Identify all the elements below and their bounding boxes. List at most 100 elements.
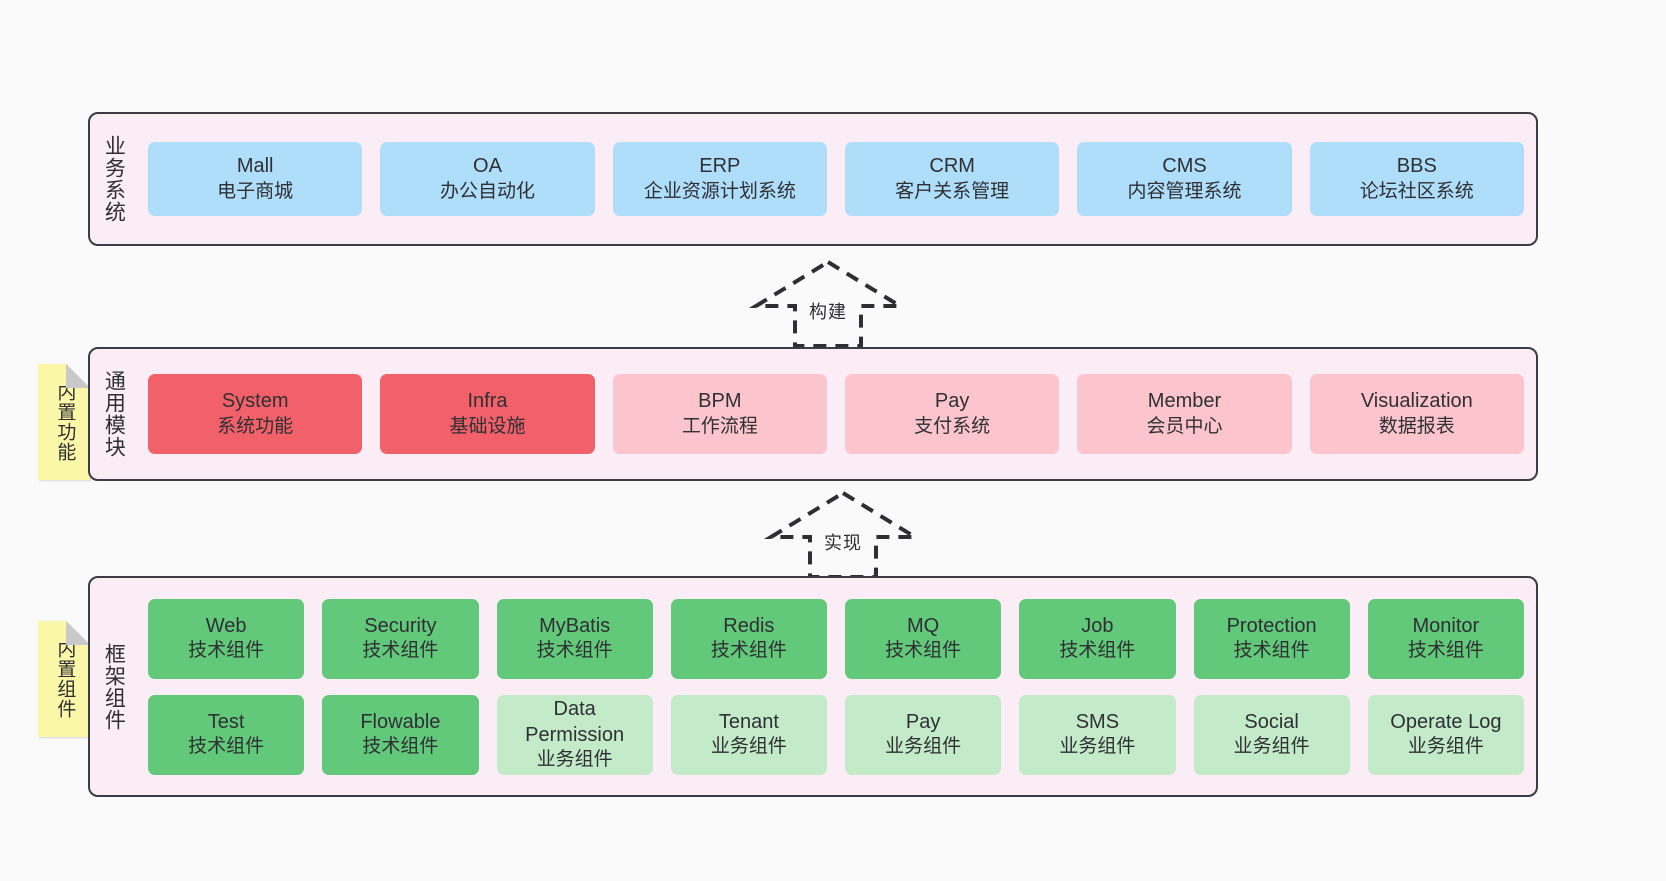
card-mybatis[interactable]: MyBatis 技术组件 <box>496 598 653 679</box>
card-protection-title: Protection <box>1226 614 1317 637</box>
card-sms-title: SMS <box>1075 710 1120 733</box>
card-operate-log[interactable]: Operate Log 业务组件 <box>1367 694 1524 775</box>
card-oa[interactable]: OA 办公自动化 <box>380 142 595 216</box>
card-pay-module[interactable]: Pay 支付系统 <box>844 374 1060 454</box>
card-monitor-subtitle: 技术组件 <box>1407 640 1484 662</box>
card-mq-title: MQ <box>907 614 940 637</box>
card-erp-title: ERP <box>699 155 741 178</box>
card-test-subtitle: 技术组件 <box>188 736 265 758</box>
card-crm-title: CRM <box>929 155 975 178</box>
card-mall[interactable]: Mall 电子商城 <box>148 142 363 216</box>
card-cms-subtitle: 内容管理系统 <box>1127 180 1242 202</box>
card-mq[interactable]: MQ 技术组件 <box>845 598 1002 679</box>
card-flowable-subtitle: 技术组件 <box>362 736 439 758</box>
card-visualization[interactable]: Visualization 数据报表 <box>1309 374 1524 454</box>
card-job-subtitle: 技术组件 <box>1059 640 1136 662</box>
card-member-subtitle: 会员中心 <box>1146 415 1223 437</box>
card-pay-module-title: Pay <box>934 390 970 413</box>
card-bbs[interactable]: BBS 论坛社区系统 <box>1309 142 1524 216</box>
card-tenant[interactable]: Tenant 业务组件 <box>670 694 827 775</box>
band-common-modules: 通用模块 System 系统功能 Infra 基础设施 BPM 工作流程 Pay… <box>88 347 1538 481</box>
card-pay-component[interactable]: Pay 业务组件 <box>845 694 1002 775</box>
card-crm[interactable]: CRM 客户关系管理 <box>844 142 1060 216</box>
card-member-title: Member <box>1147 390 1222 413</box>
card-security[interactable]: Security 技术组件 <box>322 598 479 679</box>
card-security-subtitle: 技术组件 <box>362 640 439 662</box>
card-sms-subtitle: 业务组件 <box>1059 736 1136 758</box>
card-protection-subtitle: 技术组件 <box>1233 640 1310 662</box>
band-body-common: System 系统功能 Infra 基础设施 BPM 工作流程 Pay 支付系统… <box>136 349 1536 479</box>
card-row-framework-business: Test 技术组件 Flowable 技术组件 Data Permission … <box>148 694 1524 775</box>
card-bpm[interactable]: BPM 工作流程 <box>612 374 827 454</box>
note-builtin-components: 内置组件 <box>38 621 90 737</box>
card-data-permission-subtitle: 业务组件 <box>536 748 613 770</box>
implement-arrow-shape <box>763 490 923 579</box>
card-oa-subtitle: 办公自动化 <box>439 180 535 202</box>
card-job-title: Job <box>1081 614 1114 637</box>
band-title-framework: 框架组件 <box>102 642 126 731</box>
card-redis[interactable]: Redis 技术组件 <box>670 598 827 679</box>
card-bbs-title: BBS <box>1396 155 1437 178</box>
card-pay-component-subtitle: 业务组件 <box>885 736 962 758</box>
card-cms[interactable]: CMS 内容管理系统 <box>1077 142 1292 216</box>
card-mybatis-subtitle: 技术组件 <box>536 640 613 662</box>
card-system[interactable]: System 系统功能 <box>148 374 363 454</box>
card-flowable-title: Flowable <box>360 710 441 733</box>
card-oa-title: OA <box>473 155 502 178</box>
card-web-title: Web <box>205 614 247 637</box>
card-security-title: Security <box>364 614 437 637</box>
card-cms-title: CMS <box>1162 155 1207 178</box>
card-flowable[interactable]: Flowable 技术组件 <box>322 694 479 775</box>
band-body-framework: Web 技术组件 Security 技术组件 MyBatis 技术组件 Redi… <box>136 578 1536 795</box>
band-title-business: 业务系统 <box>102 135 126 223</box>
card-infra-subtitle: 基础设施 <box>449 415 526 437</box>
band-title-common: 通用模块 <box>102 370 126 458</box>
card-test-title: Test <box>207 710 245 733</box>
card-web-subtitle: 技术组件 <box>188 640 265 662</box>
card-erp-subtitle: 企业资源计划系统 <box>643 180 796 202</box>
card-system-title: System <box>221 390 289 413</box>
card-pay-module-subtitle: 支付系统 <box>914 415 991 437</box>
band-business-systems: 业务系统 Mall 电子商城 OA 办公自动化 ERP 企业资源计划系统 CRM… <box>88 112 1538 246</box>
connector-build-arrow: 构建 <box>748 256 908 352</box>
card-row-common: System 系统功能 Infra 基础设施 BPM 工作流程 Pay 支付系统… <box>148 374 1524 454</box>
card-web[interactable]: Web 技术组件 <box>148 598 305 679</box>
card-operate-log-subtitle: 业务组件 <box>1407 736 1484 758</box>
band-framework-components: 框架组件 Web 技术组件 Security 技术组件 MyBatis 技术组件… <box>88 576 1538 797</box>
card-redis-title: Redis <box>723 614 775 637</box>
card-tenant-title: Tenant <box>718 710 779 733</box>
card-test[interactable]: Test 技术组件 <box>148 694 305 775</box>
card-redis-subtitle: 技术组件 <box>710 640 787 662</box>
card-mall-title: Mall <box>236 155 274 178</box>
card-monitor-title: Monitor <box>1412 614 1480 637</box>
card-mybatis-title: MyBatis <box>539 614 611 637</box>
note-builtin-functions: 内置功能 <box>38 364 90 480</box>
band-body-business: Mall 电子商城 OA 办公自动化 ERP 企业资源计划系统 CRM 客户关系… <box>136 114 1536 244</box>
card-bpm-subtitle: 工作流程 <box>681 415 758 437</box>
card-protection[interactable]: Protection 技术组件 <box>1193 598 1350 679</box>
card-pay-component-title: Pay <box>905 710 941 733</box>
card-erp[interactable]: ERP 企业资源计划系统 <box>612 142 827 216</box>
card-sms[interactable]: SMS 业务组件 <box>1019 694 1176 775</box>
card-system-subtitle: 系统功能 <box>217 415 294 437</box>
card-mq-subtitle: 技术组件 <box>885 640 962 662</box>
card-row-framework-tech: Web 技术组件 Security 技术组件 MyBatis 技术组件 Redi… <box>148 598 1524 679</box>
card-tenant-subtitle: 业务组件 <box>710 736 787 758</box>
card-bpm-title: BPM <box>698 390 742 413</box>
card-visualization-subtitle: 数据报表 <box>1378 415 1455 437</box>
card-bbs-subtitle: 论坛社区系统 <box>1359 180 1474 202</box>
build-arrow-shape <box>748 259 908 348</box>
card-data-permission[interactable]: Data Permission 业务组件 <box>496 694 653 775</box>
card-social[interactable]: Social 业务组件 <box>1193 694 1350 775</box>
card-monitor[interactable]: Monitor 技术组件 <box>1367 598 1524 679</box>
connector-implement-arrow: 实现 <box>763 487 923 583</box>
card-infra-title: Infra <box>467 390 508 413</box>
card-infra[interactable]: Infra 基础设施 <box>380 374 595 454</box>
card-mall-subtitle: 电子商城 <box>217 180 294 202</box>
card-social-subtitle: 业务组件 <box>1233 736 1310 758</box>
card-social-title: Social <box>1244 710 1299 733</box>
card-data-permission-title: Data Permission <box>525 698 625 746</box>
card-job[interactable]: Job 技术组件 <box>1019 598 1176 679</box>
card-member[interactable]: Member 会员中心 <box>1077 374 1292 454</box>
